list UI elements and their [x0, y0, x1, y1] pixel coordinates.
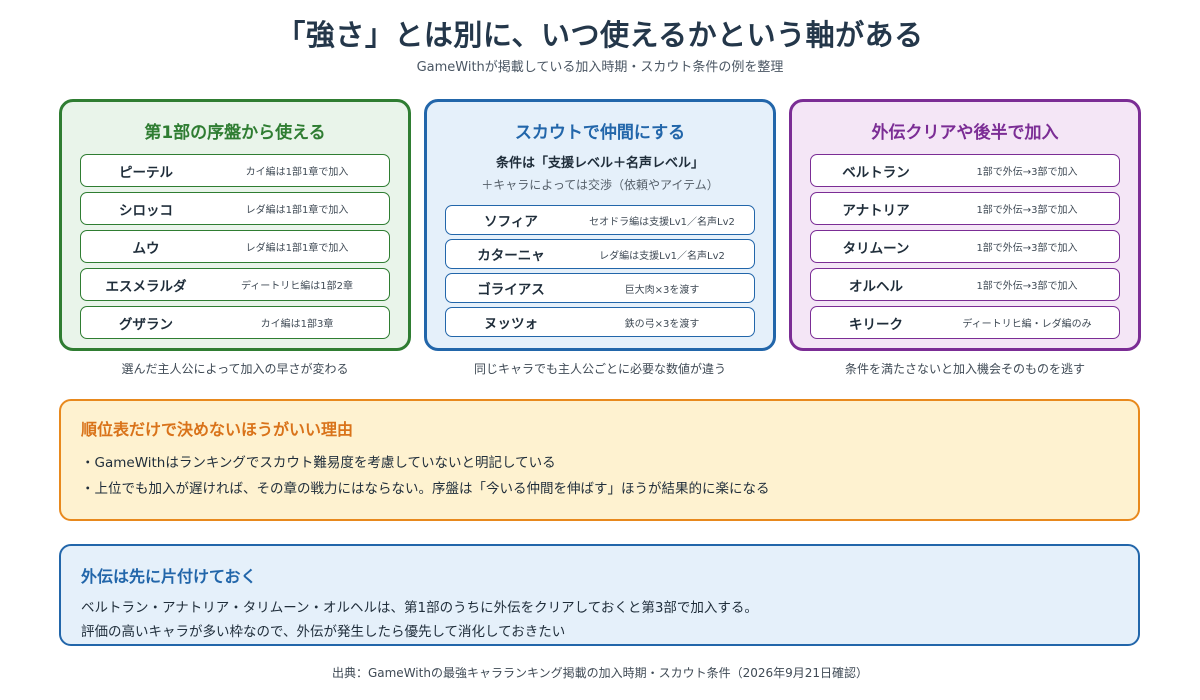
source-note: 出典：GameWithの最強キャラランキング掲載の加入時期・スカウト条件（202… [331, 666, 869, 680]
character-row: ゴライアス 巨大肉×3を渡す [445, 273, 755, 303]
scout-requirement: セオドラ編は支援Lv1／名声Lv2 [589, 216, 735, 228]
character-name: アナトリア [842, 202, 910, 219]
join-condition: ディートリヒ編・レダ編のみ [962, 319, 1092, 330]
character-name: オルヘル [849, 278, 903, 295]
character-row: タリムーン 1部で外伝→3部で加入 [810, 230, 1120, 263]
character-row: エスメラルダ ディートリヒ編は1部2章 [80, 268, 390, 301]
character-row: オルヘル 1部で外伝→3部で加入 [810, 268, 1120, 301]
panel-caption-early: 選んだ主人公によって加入の早さが変わる [121, 362, 349, 376]
join-condition: 1部で外伝→3部で加入 [976, 167, 1078, 178]
scout-condition: 条件は「支援レベル＋名声レベル」 [495, 156, 704, 171]
join-condition: 1部で外伝→3部で加入 [976, 281, 1078, 292]
panel-title: スカウトで仲間にする [514, 123, 686, 143]
character-row: アナトリア 1部で外伝→3部で加入 [810, 192, 1120, 225]
side-story-line: 評価の高いキャラが多い枠なので、外伝が発生したら優先して消化しておきたい [81, 624, 566, 640]
reason-line: ・上位でも加入が遅ければ、その章の戦力にはならない。序盤は「今いる仲間を伸ばす」… [81, 481, 770, 497]
character-row: グザラン カイ編は1部3章 [80, 306, 390, 339]
character-name: キリーク [849, 316, 903, 333]
reason-box: 順位表だけで決めないほうがいい理由 ・GameWithはランキングでスカウト難易… [59, 399, 1140, 521]
panel-late-join: 外伝クリアや後半で加入 ベルトラン 1部で外伝→3部で加入 アナトリア 1部で外… [789, 99, 1141, 351]
character-row: ソフィア セオドラ編は支援Lv1／名声Lv2 [445, 205, 755, 235]
side-story-box-title: 外伝は先に片付けておく [81, 567, 257, 586]
page-subtitle: GameWithが掲載している加入時期・スカウト条件の例を整理 [416, 60, 784, 75]
character-row: カターニャ レダ編は支援Lv1／名声Lv2 [445, 239, 755, 269]
scout-requirement: 巨大肉×3を渡す [624, 284, 700, 296]
character-name: ソフィア [484, 214, 538, 230]
join-condition: 1部で外伝→3部で加入 [976, 205, 1078, 216]
panel-early-join: 第1部の序盤から使える ピーテル カイ編は1部1章で加入 シロッコ レダ編は1部… [59, 99, 411, 351]
scout-requirement: 鉄の弓×3を渡す [624, 318, 700, 330]
page-title: 「強さ」とは別に、いつ使えるかという軸がある [276, 18, 924, 52]
character-name: エスメラルダ [105, 278, 187, 295]
character-row: ムウ レダ編は1部1章で加入 [80, 230, 390, 263]
panel-title: 第1部の序盤から使える [144, 123, 326, 143]
character-row: キリーク ディートリヒ編・レダ編のみ [810, 306, 1120, 339]
character-name: グザラン [119, 316, 173, 333]
character-name: ベルトラン [842, 164, 910, 181]
character-name: ムウ [132, 240, 160, 257]
side-story-line: ベルトラン・アナトリア・タリムーン・オルヘルは、第1部のうちに外伝をクリアしてお… [81, 600, 758, 616]
character-row: ヌッツォ 鉄の弓×3を渡す [445, 307, 755, 337]
character-name: タリムーン [842, 240, 910, 257]
character-name: ピーテル [119, 164, 173, 181]
character-name: カターニャ [477, 248, 545, 264]
character-name: シロッコ [119, 202, 173, 219]
reason-line: ・GameWithはランキングでスカウト難易度を考慮していないと明記している [81, 455, 556, 471]
character-row: ベルトラン 1部で外伝→3部で加入 [810, 154, 1120, 187]
character-name: ゴライアス [477, 282, 545, 298]
panel-caption-late: 条件を満たさないと加入機会そのものを逃す [844, 362, 1085, 376]
join-condition: レダ編は1部1章で加入 [245, 243, 349, 254]
character-list: ソフィア セオドラ編は支援Lv1／名声Lv2 カターニャ レダ編は支援Lv1／名… [445, 205, 755, 341]
character-list: ベルトラン 1部で外伝→3部で加入 アナトリア 1部で外伝→3部で加入 タリムー… [810, 154, 1120, 344]
panel-scout: スカウトで仲間にする 条件は「支援レベル＋名声レベル」 ＋キャラによっては交渉（… [424, 99, 776, 351]
panel-title: 外伝クリアや後半で加入 [871, 123, 1059, 143]
scout-condition-note: ＋キャラによっては交渉（依頼やアイテム） [481, 178, 719, 192]
character-name: ヌッツォ [484, 316, 538, 332]
character-row: シロッコ レダ編は1部1章で加入 [80, 192, 390, 225]
join-condition: カイ編は1部3章 [260, 319, 334, 330]
character-list: ピーテル カイ編は1部1章で加入 シロッコ レダ編は1部1章で加入 ムウ レダ編… [80, 154, 390, 344]
join-condition: 1部で外伝→3部で加入 [976, 243, 1078, 254]
character-row: ピーテル カイ編は1部1章で加入 [80, 154, 390, 187]
panel-caption-scout: 同じキャラでも主人公ごとに必要な数値が違う [473, 362, 726, 376]
join-condition: ディートリヒ編は1部2章 [240, 281, 354, 292]
scout-requirement: レダ編は支援Lv1／名声Lv2 [599, 250, 725, 262]
side-story-box: 外伝は先に片付けておく ベルトラン・アナトリア・タリムーン・オルヘルは、第1部の… [59, 544, 1140, 646]
join-condition: カイ編は1部1章で加入 [245, 167, 349, 178]
join-condition: レダ編は1部1章で加入 [245, 205, 349, 216]
reason-box-title: 順位表だけで決めないほうがいい理由 [81, 420, 354, 439]
